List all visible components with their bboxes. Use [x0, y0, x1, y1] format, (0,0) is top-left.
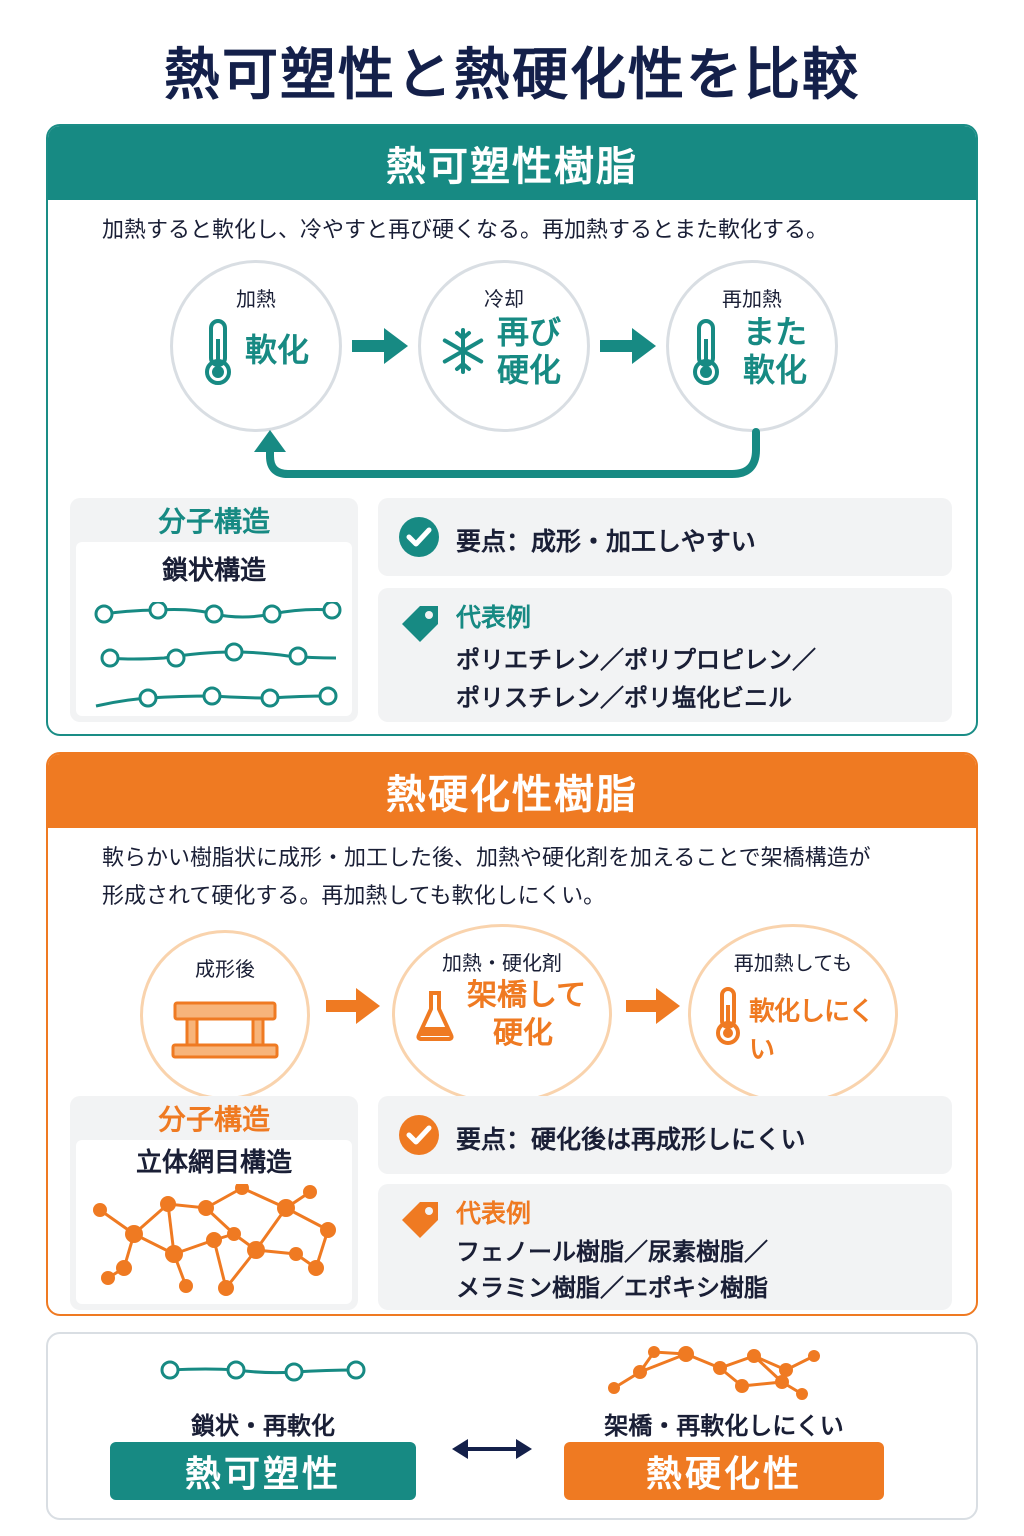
thermometer-icon — [716, 987, 740, 1045]
step-main: 架橋して — [467, 978, 587, 1013]
arrow-right-icon — [326, 988, 380, 1024]
thermoset-step-reheat: 再加熱しても 軟化しにくい — [688, 924, 898, 1104]
thermoset-examples-box: 代表例 フェノール樹脂／尿素樹脂／ メラミン樹脂／エポキシ樹脂 — [378, 1184, 952, 1310]
network-mini-illustration — [608, 1346, 820, 1400]
network-structure-illustration — [93, 1184, 336, 1296]
step-main: 軟化しにくい — [749, 997, 874, 1065]
tag-icon — [402, 606, 438, 642]
page-title: 熱可塑性と熱硬化性を比較 — [164, 43, 860, 108]
chain-mini-illustration — [160, 1360, 366, 1382]
description-line: 軟らかい樹脂状に成形・加工した後、加熱や硬化剤を加えることで架橋構造が — [102, 846, 871, 871]
thermoset-step-molded: 成形後 — [140, 930, 310, 1100]
examples-title: 代表例 — [456, 603, 532, 632]
step-label: 加熱・硬化剤 — [442, 951, 562, 975]
examples-line: ポリエチレン／ポリプロピレン／ — [456, 646, 816, 674]
step-main: 硬化 — [497, 351, 562, 389]
step-label: 成形後 — [195, 957, 255, 981]
thermoplastic-step-cool: 冷却 再び 硬化 — [418, 260, 590, 432]
thermoplastic-heading: 熱可塑性樹脂 — [48, 126, 976, 200]
tag-icon — [402, 1202, 438, 1238]
thermoplastic-structure-box: 分子構造 鎖状構造 — [70, 498, 358, 722]
thermoset-panel: 熱硬化性樹脂 軟らかい樹脂状に成形・加工した後、加熱や硬化剤を加えることで架橋構… — [46, 752, 978, 1316]
step-label: 再加熱しても — [733, 951, 853, 975]
structure-name: 立体網目構造 — [135, 1148, 292, 1178]
structure-title: 分子構造 — [157, 1103, 270, 1136]
comparison-left-label: 熱可塑性 — [110, 1442, 416, 1500]
point-text: 要点：硬化後は再成形しにくい — [456, 1125, 806, 1154]
thermoset-point-box: 要点：硬化後は再成形しにくい — [378, 1096, 952, 1174]
loop-back-arrow-icon — [254, 428, 760, 478]
comparison-box: 鎖状・再軟化 熱可塑性 架橋・再軟化しにくい 熱硬化性 — [46, 1332, 978, 1520]
thermoset-heading: 熱硬化性樹脂 — [48, 754, 976, 828]
step-main: 軟化 — [245, 331, 310, 369]
arrow-right-icon — [626, 988, 680, 1024]
check-circle-icon — [399, 1115, 439, 1155]
molded-part-icon — [171, 1001, 279, 1059]
thermometer-icon — [693, 319, 719, 385]
thermoplastic-point-box: 要点：成形・加工しやすい — [378, 498, 952, 576]
thermoset-description: 軟らかい樹脂状に成形・加工した後、加熱や硬化剤を加えることで架橋構造が 形成され… — [102, 840, 942, 916]
snowflake-icon — [442, 328, 484, 374]
structure-title: 分子構造 — [157, 505, 270, 538]
comparison-right-label: 熱硬化性 — [564, 1442, 884, 1500]
thermoplastic-step-heat: 加熱 軟化 — [170, 260, 342, 432]
examples-line: メラミン樹脂／エポキシ樹脂 — [456, 1274, 768, 1302]
step-label: 再加熱 — [722, 287, 782, 311]
arrow-right-icon — [600, 328, 656, 364]
examples-line: ポリスチレン／ポリ塩化ビニル — [456, 684, 792, 712]
point-text: 要点：成形・加工しやすい — [456, 527, 756, 556]
double-arrow-icon — [452, 1439, 532, 1459]
thermoplastic-panel: 熱可塑性樹脂 加熱すると軟化し、冷やすと再び硬くなる。再加熱するとまた軟化する。… — [46, 124, 978, 736]
structure-name: 鎖状構造 — [161, 556, 266, 586]
arrow-right-icon — [352, 328, 408, 364]
examples-title: 代表例 — [456, 1199, 532, 1228]
thermometer-icon — [205, 319, 231, 385]
thermoplastic-description: 加熱すると軟化し、冷やすと再び硬くなる。再加熱するとまた軟化する。 — [102, 218, 829, 243]
thermoset-step-cure: 加熱・硬化剤 架橋して 硬化 — [392, 924, 612, 1104]
step-main: また — [743, 313, 808, 351]
step-main: 軟化 — [743, 351, 808, 389]
check-circle-icon — [399, 517, 439, 557]
step-label: 冷却 — [484, 287, 524, 311]
comparison-left-caption: 鎖状・再軟化 — [191, 1412, 335, 1440]
thermoplastic-examples-box: 代表例 ポリエチレン／ポリプロピレン／ ポリスチレン／ポリ塩化ビニル — [378, 588, 952, 722]
description-line: 形成されて硬化する。再加熱しても軟化しにくい。 — [102, 884, 606, 909]
step-main: 再び — [497, 313, 562, 351]
thermoset-structure-box: 分子構造 立体網目構造 — [70, 1096, 358, 1310]
comparison-right-caption: 架橋・再軟化しにくい — [604, 1412, 844, 1440]
chain-structure-illustration — [94, 602, 342, 708]
step-main: 硬化 — [493, 1016, 553, 1051]
examples-line: フェノール樹脂／尿素樹脂／ — [456, 1238, 768, 1266]
step-label: 加熱 — [236, 287, 276, 311]
thermoplastic-step-reheat: 再加熱 また 軟化 — [666, 260, 838, 432]
flask-icon — [416, 991, 454, 1041]
